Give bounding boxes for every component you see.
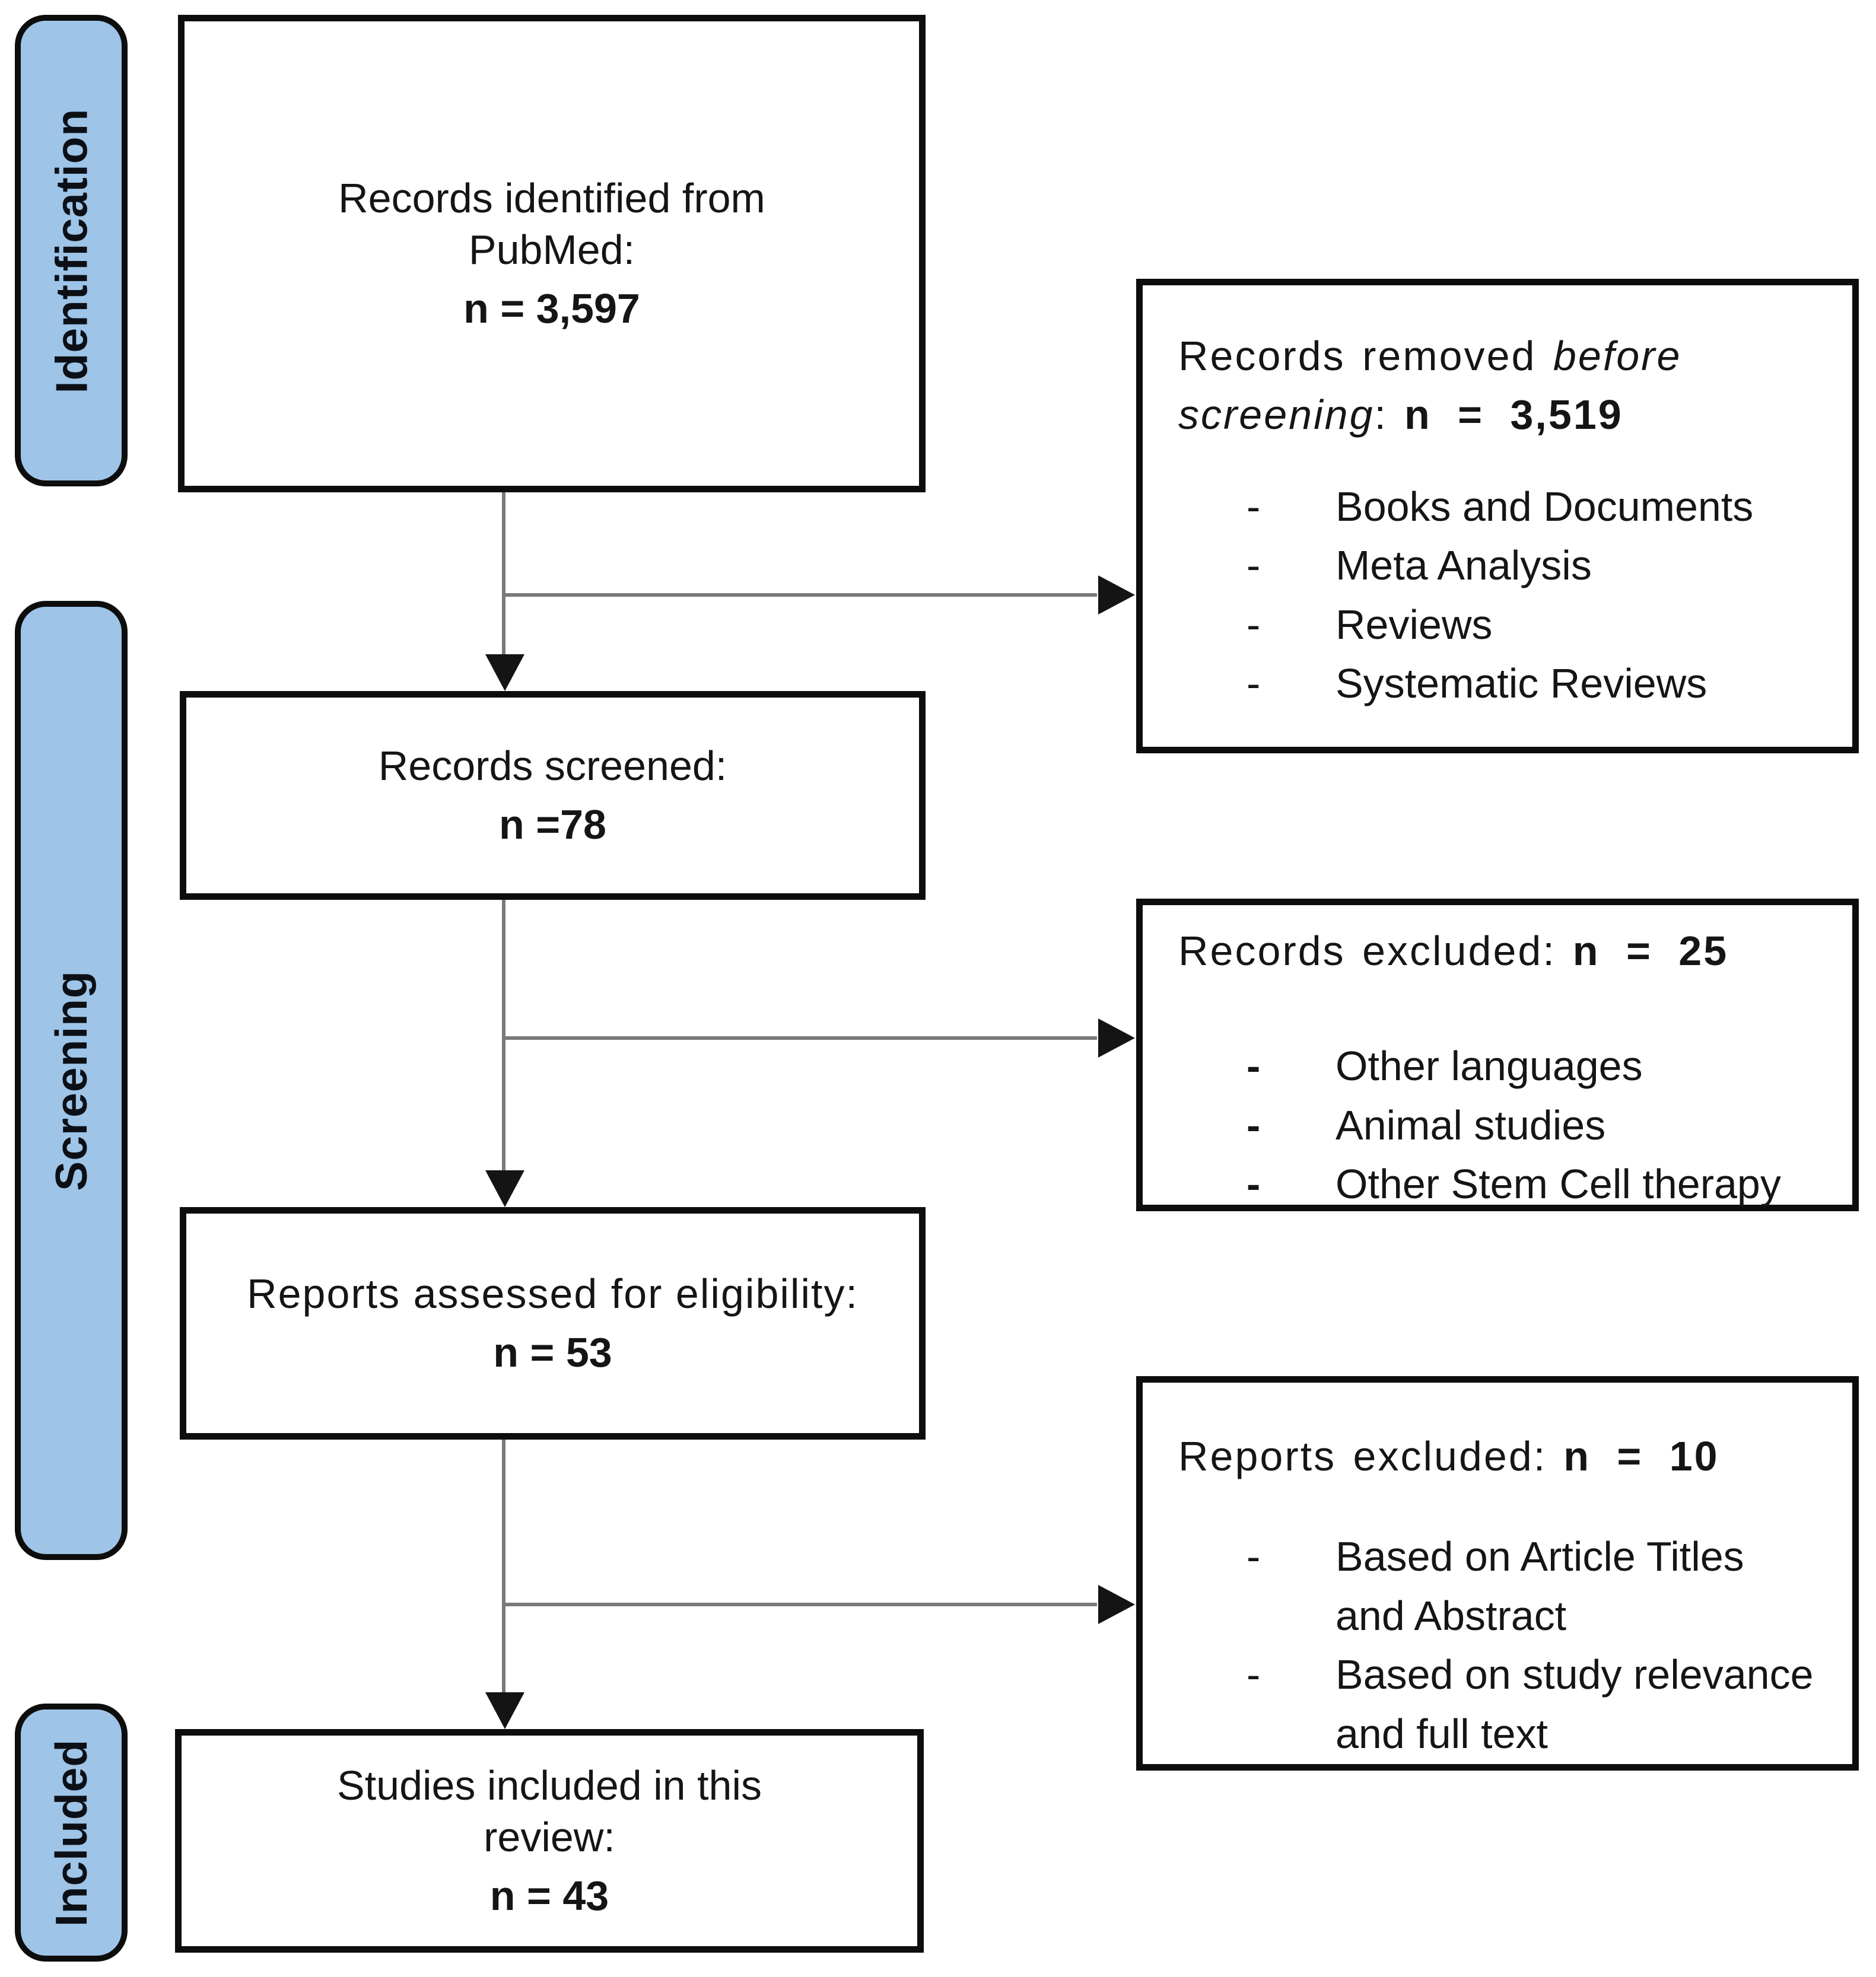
list-item: - Based on Article Titles and Abstract (1178, 1527, 1820, 1645)
reports-excluded-title-colon: : (1533, 1433, 1547, 1479)
list-item-text: Meta Analysis (1336, 542, 1592, 589)
box-records-removed: Records removed before screening: n = 3,5… (1136, 279, 1859, 753)
bullet-dash: - (1247, 1651, 1261, 1698)
reports-assessed-count: n = 53 (493, 1329, 612, 1376)
records-removed-count: n = 3,519 (1404, 391, 1623, 438)
reports-excluded-title-text: Reports excluded (1178, 1433, 1534, 1479)
reports-excluded-list: - Based on Article Titles and Abstract -… (1178, 1527, 1820, 1763)
list-item: - Based on study relevance and full text (1178, 1645, 1820, 1763)
connector-to-records-excluded (504, 1036, 1097, 1040)
records-removed-title-text: Records removed (1178, 333, 1553, 379)
box-reports-excluded: Reports excluded: n = 10 - Based on Artic… (1136, 1376, 1859, 1771)
bullet-dash: - (1247, 660, 1261, 706)
bullet-dash: - (1247, 542, 1261, 589)
list-item-text: Other Stem Cell therapy (1336, 1161, 1781, 1208)
stage-label-included: Included (46, 1739, 97, 1927)
records-removed-title: Records removed before screening: n = 3,5… (1178, 327, 1820, 445)
connector-to-reports-excluded (504, 1603, 1097, 1606)
bullet-dash: - (1247, 1043, 1261, 1090)
records-removed-title-colon: : (1374, 391, 1388, 438)
bullet-dash: - (1247, 601, 1261, 648)
connector-assessed-to-included (502, 1440, 505, 1697)
records-removed-list: - Books and Documents - Meta Analysis - … (1178, 477, 1820, 714)
stage-identification: Identification (15, 15, 128, 486)
arrowhead-to-records-removed (1098, 575, 1135, 615)
bullet-dash: - (1247, 1101, 1261, 1148)
list-item: - Other Stem Cell therapy (1178, 1155, 1820, 1214)
list-item: - Books and Documents (1178, 477, 1820, 536)
list-item: - Animal studies (1178, 1096, 1820, 1155)
stage-label-screening: Screening (46, 970, 96, 1191)
records-screened-line-1: Records screened: (378, 743, 727, 789)
arrowhead-to-records-screened (485, 654, 524, 691)
stage-label-identification: Identification (46, 108, 97, 393)
reports-assessed-line-1: Reports assessed for eligibility: (247, 1271, 858, 1317)
bullet-dash: - (1247, 1161, 1261, 1208)
list-item-text: Systematic Reviews (1336, 660, 1708, 706)
reports-excluded-title: Reports excluded: n = 10 (1178, 1427, 1820, 1486)
list-item: - Other languages (1178, 1037, 1820, 1096)
box-reports-assessed: Reports assessed for eligibility: n = 53 (180, 1207, 926, 1440)
list-item-text: Reviews (1336, 601, 1493, 648)
reports-excluded-count: n = 10 (1563, 1433, 1719, 1479)
records-excluded-title-colon: : (1543, 928, 1556, 974)
arrowhead-to-reports-assessed (485, 1170, 524, 1207)
studies-included-line-2: review: (484, 1814, 615, 1861)
records-identified-count: n = 3,597 (463, 285, 640, 332)
connector-identified-to-screened (502, 492, 505, 660)
list-item-text: Books and Documents (1336, 483, 1754, 530)
list-item-text: Based on Article Titles and Abstract (1336, 1533, 1744, 1639)
bullet-dash: - (1247, 483, 1261, 530)
studies-included-line-1: Studies included in this (337, 1762, 762, 1809)
list-item: - Reviews (1178, 596, 1820, 654)
box-records-excluded: Records excluded: n = 25 - Other language… (1136, 899, 1859, 1211)
records-screened-count: n =78 (499, 801, 606, 848)
stage-included: Included (15, 1704, 128, 1962)
records-excluded-title: Records excluded: n = 25 (1178, 922, 1820, 980)
records-excluded-list: - Other languages - Animal studies - Oth… (1178, 1037, 1820, 1214)
records-excluded-title-text: Records excluded (1178, 928, 1543, 974)
arrowhead-to-reports-excluded (1098, 1585, 1135, 1624)
arrowhead-to-records-excluded (1098, 1018, 1135, 1058)
stage-screening: Screening (15, 601, 128, 1560)
box-records-identified: Records identified from PubMed: n = 3,59… (178, 15, 926, 492)
list-item-text: Based on study relevance and full text (1336, 1651, 1814, 1757)
records-identified-line-2: PubMed: (468, 227, 635, 273)
box-studies-included: Studies included in this review: n = 43 (175, 1729, 924, 1953)
studies-included-count: n = 43 (489, 1872, 609, 1919)
list-item-text: Other languages (1336, 1043, 1643, 1090)
records-identified-line-1: Records identified from (338, 175, 765, 222)
list-item-text: Animal studies (1336, 1101, 1606, 1148)
list-item: - Meta Analysis (1178, 536, 1820, 595)
records-removed-title-italic: before screening (1178, 333, 1682, 438)
connector-to-records-removed (504, 593, 1097, 597)
bullet-dash: - (1247, 1533, 1261, 1580)
box-records-screened: Records screened: n =78 (180, 691, 926, 900)
arrowhead-to-studies-included (485, 1692, 524, 1729)
list-item: - Systematic Reviews (1178, 654, 1820, 713)
records-excluded-count: n = 25 (1572, 928, 1729, 974)
